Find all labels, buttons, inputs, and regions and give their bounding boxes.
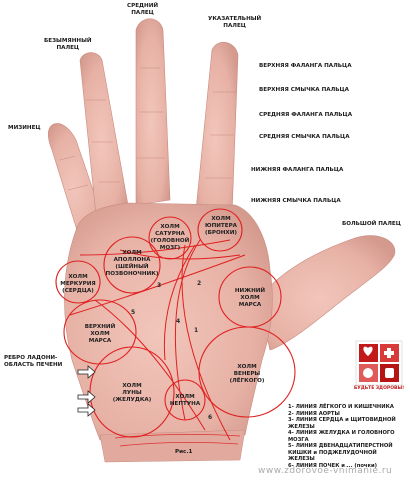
arrow-3 (77, 403, 96, 417)
label-mount-apollo: ХОЛМ АПОЛЛОНА (ШЕЙНЫЙ ПОЗВОНОЧНИК) (105, 250, 159, 277)
label-lower-phalanx: НИЖНЯЯ ФАЛАНГА ПАЛЬЦА (251, 167, 344, 173)
circle-upper-mars (63, 299, 137, 365)
label-middle-finger: СРЕДНИЙ ПАЛЕЦ (127, 3, 159, 16)
line-number-2: 2 (197, 280, 202, 287)
little-finger (47, 123, 105, 241)
wrist (99, 429, 246, 463)
label-mount-venus: ХОЛМ ВЕНЕРЫ (ЛЁГКОГО) (229, 364, 265, 384)
label-upper-phalanx: ВЕРХНЯЯ ФАЛАНГА ПАЛЬЦА (259, 63, 352, 69)
circle-venus (198, 326, 296, 418)
label-mount-upper-mars: ВЕРХНИЙ ХОЛМ МАРСА (84, 324, 116, 344)
line-5-duodenum-pancreas (69, 254, 246, 316)
circle-saturn (148, 216, 192, 260)
palm-lines (69, 239, 246, 441)
label-mount-jupiter: ХОЛМ ЮПИТЕРА (БРОНХИ) (205, 216, 237, 236)
line-number-3: 3 (157, 282, 162, 289)
logo-caption: БУДЬТЕ ЗДОРОВЫ! (353, 386, 405, 391)
legend-item-6: 6- ЛИНИЯ ПОЧЕК и ... (почки) (288, 462, 378, 469)
hand-silhouette (47, 18, 396, 463)
health-logo-icon (355, 340, 403, 386)
index-finger (195, 42, 239, 216)
label-upper-joint: ВЕРХНЯЯ СМЫЧКА ПАЛЬЦА (259, 87, 350, 93)
ring-finger (79, 52, 129, 216)
label-mount-neptune: ХОЛМ НЕПТУНА (169, 394, 201, 407)
label-lower-joint: НИЖНЯЯ СМЫЧКА ПАЛЬЦА (251, 198, 341, 204)
label-mount-mercury: ХОЛМ МЕРКУРИЯ (СЕРДЦА) (60, 274, 96, 294)
line-number-6: 6 (208, 414, 213, 421)
label-mount-moon: ХОЛМ ЛУНЫ (ЖЕЛУДКА) (112, 383, 152, 403)
legend-item-1: 1- ЛИНИЯ ЛЁГКОГО И КИШЕЧНИКА (288, 404, 394, 410)
figure-caption: Рис.1 (175, 449, 193, 455)
circle-apollo (103, 236, 161, 294)
legend: 1- ЛИНИЯ ЛЁГКОГО И КИШЕЧНИКА 2- ЛИНИЯ АО… (288, 404, 406, 469)
label-palm-rib-liver: РЕБРО ЛАДОНИ- ОБЛАСТЬ ПЕЧЕНИ (4, 355, 63, 368)
legend-item-3: 3- ЛИНИЯ СЕРДЦА и ЩИТОВИДНОЙ ЖЕЛЕЗЫ (288, 417, 396, 430)
label-index-finger: УКАЗАТЕЛЬНЫЙ ПАЛЕЦ (208, 16, 262, 29)
circle-neptune (164, 379, 206, 421)
line-4-stomach-brain (163, 244, 196, 361)
arrow-2 (77, 390, 96, 404)
circle-moon (89, 346, 175, 438)
watermark: www.zdorovoe-vnimanie.ru (258, 466, 393, 476)
line-number-4: 4 (176, 318, 181, 325)
circle-jupiter (197, 208, 243, 252)
label-thumb: БОЛЬШОЙ ПАЛЕЦ (342, 221, 401, 227)
palm (64, 202, 273, 441)
thumb (257, 235, 396, 351)
label-ring-finger: БЕЗЫМЯННЫЙ ПАЛЕЦ (44, 38, 92, 51)
legend-item-5: 5- ЛИНИЯ ДВЕНАДЦАТИПЕРСТНОЙ КИШКИ и ПОДЖ… (288, 443, 393, 462)
label-mount-saturn: ХОЛМ САТУРНА (ГОЛОВНОЙ МОЗГ) (150, 224, 190, 251)
line-3-heart-thyroid (79, 239, 231, 256)
rib-arrows (77, 365, 96, 417)
line-6-kidneys (181, 244, 231, 441)
circle-mercury (55, 260, 101, 304)
arrow-1 (77, 365, 96, 379)
label-middle-joint: СРЕДНЯЯ СМЫЧКА ПАЛЬЦА (259, 134, 350, 140)
label-mount-lower-mars: НИЖНИЙ ХОЛМ МАРСА (234, 288, 266, 308)
line-number-5: 5 (131, 309, 136, 316)
label-middle-phalanx: СРЕДНЯЯ ФАЛАНГА ПАЛЬЦА (259, 112, 353, 118)
line-extra-a (94, 299, 206, 431)
mount-circles (55, 208, 296, 438)
legend-item-4: 4- ЛИНИЯ ЖЕЛУДКА И ГОЛОВНОГО МОЗГА (288, 430, 395, 443)
label-little-finger: МИЗИНЕЦ (8, 125, 41, 131)
line-number-1: 1 (194, 327, 199, 334)
legend-item-2: 2- ЛИНИЯ АОРТЫ (288, 410, 340, 417)
finger-creases (59, 67, 236, 191)
